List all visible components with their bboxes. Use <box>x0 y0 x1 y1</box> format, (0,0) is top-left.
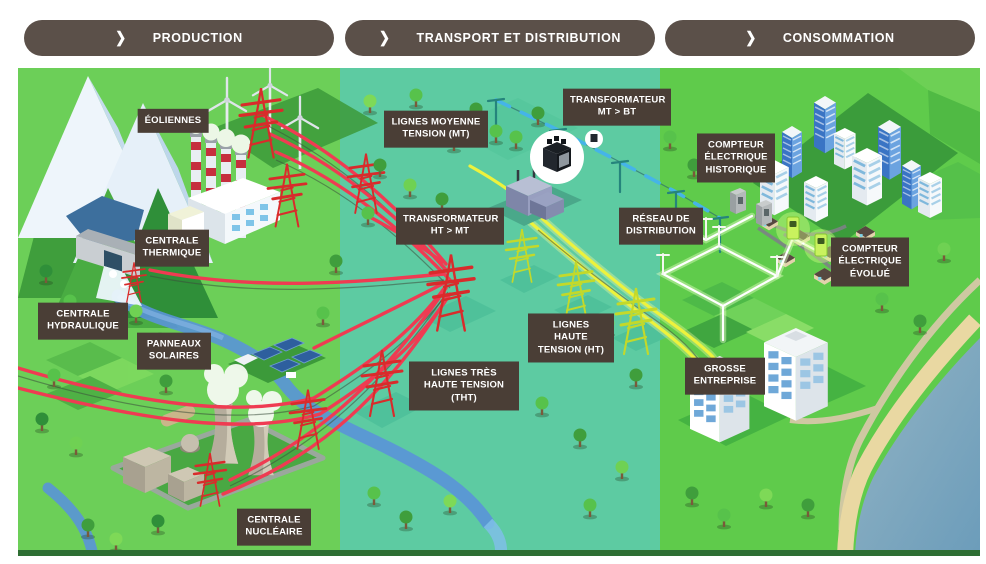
production-button-label: PRODUCTION <box>152 31 243 45</box>
hydro-dam <box>66 196 152 306</box>
sea <box>855 338 980 556</box>
coastal-road <box>838 277 980 531</box>
label-centrale-hydraulique: CENTRALE HYDRAULIQUE <box>38 302 128 340</box>
label-compteur-electrique-historique: COMPTEUR ÉLECTRIQUE HISTORIQUE <box>697 133 775 183</box>
transport-distribution-button[interactable]: ❯ TRANSPORT ET DISTRIBUTION <box>345 20 655 56</box>
chevron-right-icon: ❯ <box>745 28 757 47</box>
chevron-right-icon: ❯ <box>378 28 391 47</box>
label-lignes-tres-haute-tension: LIGNES TRÈS HAUTE TENSION (THT) <box>409 361 519 411</box>
city <box>753 93 958 285</box>
label-compteur-electrique-evolue: COMPTEUR ÉLECTRIQUE ÉVOLUÉ <box>831 237 909 287</box>
chevron-right-icon: ❯ <box>115 28 127 47</box>
label-transformateur-ht-mt: TRANSFORMATEUR HT > MT <box>396 207 504 245</box>
transport-button-label: TRANSPORT ET DISTRIBUTION <box>416 31 622 45</box>
electricity-network-illustration: ÉOLIENNES CENTRALE THERMIQUE CENTRALE HY… <box>18 68 980 556</box>
solar-panels <box>228 337 326 383</box>
consommation-button[interactable]: ❯ CONSOMMATION <box>665 20 975 56</box>
coast <box>789 277 980 556</box>
label-eoliennes: ÉOLIENNES <box>137 108 209 134</box>
label-reseau-de-distribution: RÉSEAU DE DISTRIBUTION <box>619 207 703 245</box>
label-centrale-nucleaire: CENTRALE NUCLÉAIRE <box>237 508 311 546</box>
transformer-box-icon <box>543 136 571 172</box>
meter-boxes <box>730 188 772 226</box>
label-centrale-thermique: CENTRALE THERMIQUE <box>135 229 209 267</box>
enterprise-buildings <box>678 328 866 446</box>
smart-meters <box>776 212 838 263</box>
wind-turbines <box>206 68 378 171</box>
label-lignes-moyenne-tension: LIGNES MOYENNE TENSION (MT) <box>384 110 488 148</box>
pole-transformer-icon <box>530 130 603 184</box>
label-grosse-entreprise: GROSSE ENTREPRISE <box>685 357 765 395</box>
thermal-plant <box>168 118 280 244</box>
label-lignes-haute-tension: LIGNES HAUTE TENSION (HT) <box>528 313 614 363</box>
label-transformateur-mt-bt: TRANSFORMATEUR MT > BT <box>563 88 671 126</box>
beach-sand <box>837 314 980 556</box>
consommation-button-label: CONSOMMATION <box>782 31 895 45</box>
bottom-strip <box>18 550 980 556</box>
label-panneaux-solaires: PANNEAUX SOLAIRES <box>137 332 211 370</box>
production-button[interactable]: ❯ PRODUCTION <box>24 20 334 56</box>
